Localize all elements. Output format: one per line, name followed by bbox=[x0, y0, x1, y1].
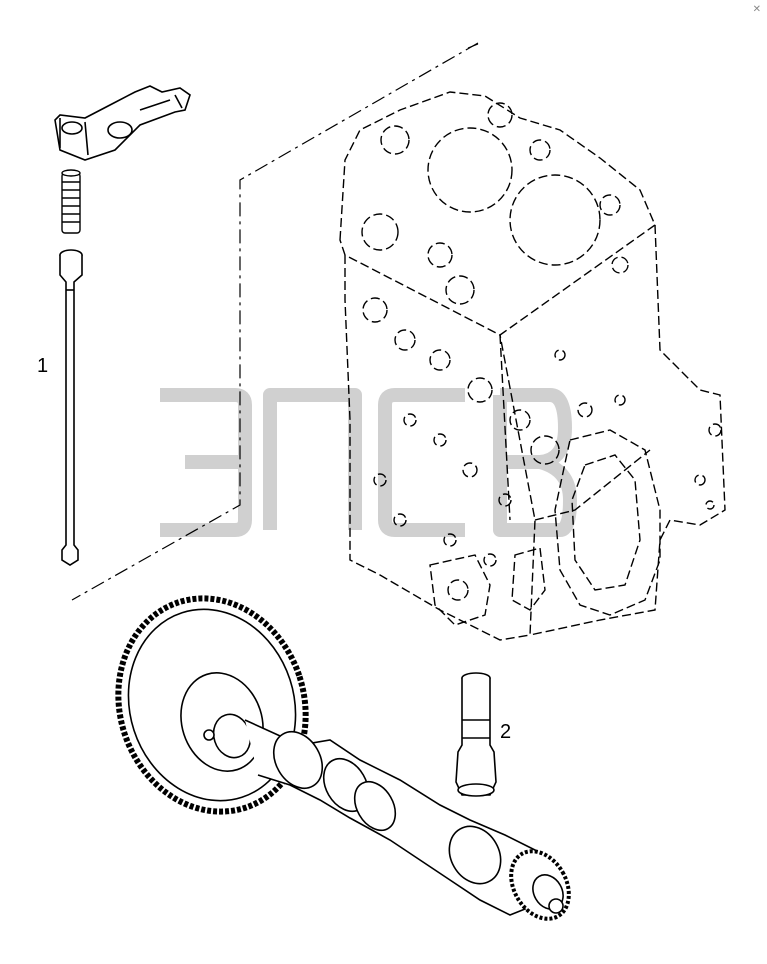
callout-push-rod: 1 bbox=[37, 355, 49, 377]
adjusting-screw bbox=[61, 169, 81, 234]
callout-tappet: 2 bbox=[500, 721, 512, 743]
push-rod bbox=[59, 249, 83, 566]
tappet bbox=[455, 672, 497, 797]
cylinder-block bbox=[339, 91, 726, 641]
rocker-arm bbox=[54, 85, 191, 161]
watermark-logo bbox=[160, 388, 577, 537]
assembly-guide-lines bbox=[71, 42, 479, 601]
camshaft bbox=[115, 595, 571, 921]
close-mark-icon: ✕ bbox=[752, 4, 761, 15]
